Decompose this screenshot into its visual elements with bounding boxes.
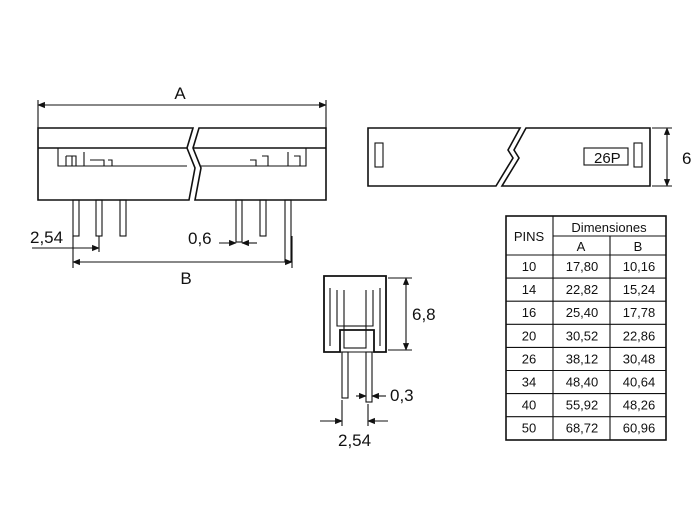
table-cell-a: 68,72: [566, 421, 599, 436]
table-cell-a: 17,80: [566, 259, 599, 274]
top-view: 26P 6: [367, 127, 691, 187]
table-header-a: A: [577, 239, 586, 254]
table-cell-pins: 14: [522, 282, 536, 297]
marking-box: [583, 147, 629, 166]
table-cell-b: 30,48: [623, 351, 656, 366]
table-cell-b: 48,26: [623, 398, 656, 413]
table-row: 50 68,72 60,96: [522, 421, 656, 436]
table-cell-a: 38,12: [566, 351, 599, 366]
table-row: 26 38,12 30,48: [522, 351, 656, 366]
table-cell-pins: 40: [522, 398, 536, 413]
table-header-b: B: [634, 239, 643, 254]
marking-label: 26P: [594, 150, 621, 167]
table-cell-pins: 20: [522, 328, 536, 343]
table-cell-b: 40,64: [623, 375, 656, 390]
top-body-right: [500, 127, 651, 187]
side-pins: [341, 351, 373, 403]
dimension-b-label: B: [180, 269, 191, 288]
table-cell-b: 10,16: [623, 259, 656, 274]
pin-thickness-label: 0,3: [390, 386, 414, 405]
table-cell-a: 25,40: [566, 305, 599, 320]
side-body: [323, 275, 387, 353]
key-slot-left: [374, 142, 384, 168]
table-cell-a: 55,92: [566, 398, 599, 413]
side-height-label: 6,8: [412, 305, 436, 324]
table-cell-pins: 34: [522, 375, 536, 390]
table-cell-b: 22,86: [623, 328, 656, 343]
table-cell-a: 30,52: [566, 328, 599, 343]
top-body-left: [367, 127, 522, 187]
side-view: 6,8 0,3 2,54: [320, 275, 436, 450]
pitch-label: 2,54: [30, 228, 63, 247]
table-row: 40 55,92 48,26: [522, 398, 656, 413]
header-body-left: [37, 127, 196, 201]
side-pitch-label: 2,54: [338, 431, 371, 450]
table-cell-pins: 26: [522, 351, 536, 366]
dimension-table: PINS Dimensiones A B 10 17,80 10,16 14 22,82…: [505, 215, 667, 441]
table-row: 14 22,82 15,24: [522, 282, 656, 297]
table-cell-b: 15,24: [623, 282, 656, 297]
height-label: 6: [682, 149, 691, 168]
front-view: A 2,54 0,6: [30, 84, 327, 288]
table-cell-pins: 10: [522, 259, 536, 274]
table-header-dimensions: Dimensiones: [571, 220, 647, 235]
front-pins: [72, 199, 292, 263]
table-cell-b: 17,78: [623, 305, 656, 320]
table-row: 10 17,80 10,16: [522, 259, 656, 274]
table-cell-pins: 16: [522, 305, 536, 320]
table-cell-pins: 50: [522, 421, 536, 436]
table-cell-b: 60,96: [623, 421, 656, 436]
table-row: 20 30,52 22,86: [522, 328, 656, 343]
key-slot-right: [633, 142, 643, 168]
pin-width-label: 0,6: [188, 229, 212, 248]
dimension-a-label: A: [174, 84, 186, 103]
table-row: 34 48,40 40,64: [522, 375, 656, 390]
table-row: 16 25,40 17,78: [522, 305, 656, 320]
table-header-pins: PINS: [514, 229, 545, 244]
table-cell-a: 48,40: [566, 375, 599, 390]
table-cell-a: 22,82: [566, 282, 599, 297]
